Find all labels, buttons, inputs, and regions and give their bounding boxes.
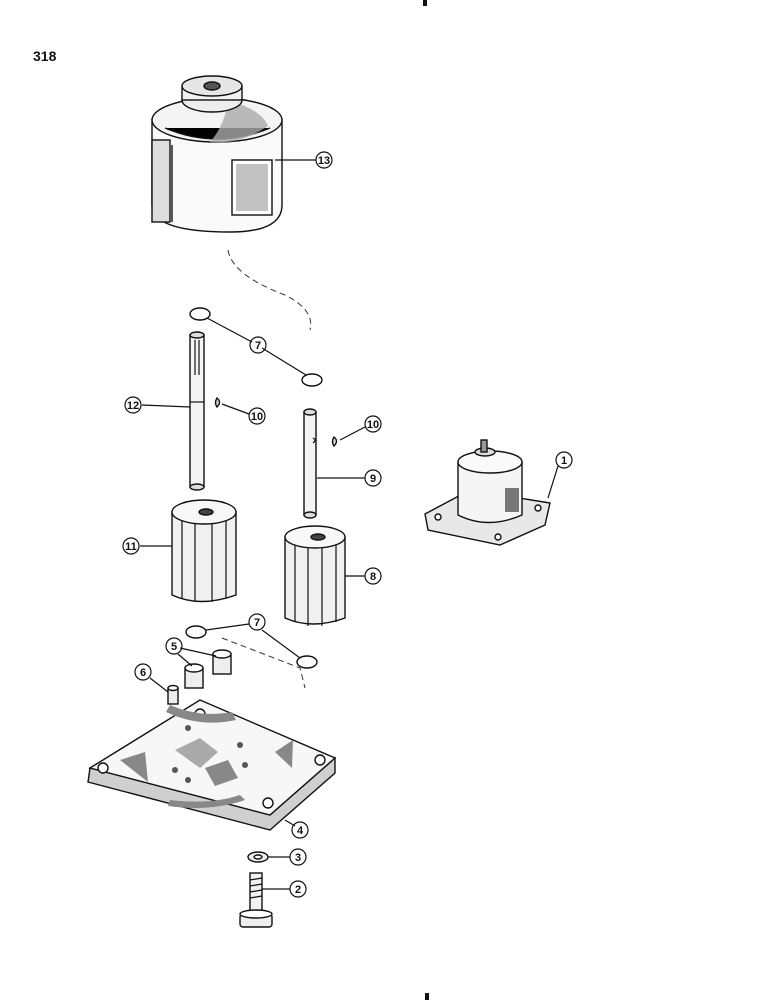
callout-5: 5 [165,637,183,655]
callout-10-left-label: 10 [251,411,263,423]
callout-7-upper: 7 [249,336,267,354]
snap-ring-upper-right [301,373,323,387]
callout-8-label: 8 [370,571,376,583]
page-number: 318 [33,48,57,64]
drive-gear-part [171,499,237,603]
registration-mark-bottom [425,993,429,1000]
key-right [331,435,338,448]
callout-6: 6 [134,663,152,681]
callout-10-right: 10 [364,415,382,433]
leader-10a [221,403,250,415]
callout-9: 9 [364,469,382,487]
bolt-part [239,872,273,928]
plate-part [87,699,337,831]
leader-10b [339,426,366,441]
callout-12: 12 [124,396,142,414]
callout-13: 13 [315,151,333,169]
callout-4-label: 4 [297,825,304,837]
snap-ring-lower-right [296,655,318,669]
callout-6-label: 6 [140,667,146,679]
leader-dashed-13 [227,249,312,331]
leader-7b [261,347,307,376]
callout-12-label: 12 [127,400,139,412]
leader-dashed-7 [221,637,306,689]
callout-11-label: 11 [125,541,137,553]
callout-3: 3 [289,848,307,866]
callout-11: 11 [122,537,140,555]
leader-5a [177,653,193,667]
callout-1: 1 [555,451,573,469]
leader-1 [547,465,559,499]
leader-7a [206,317,253,343]
callout-2: 2 [289,880,307,898]
snap-ring-lower-left [185,625,207,639]
callout-8: 8 [364,567,382,585]
callout-7-lower: 7 [248,613,266,631]
leader-12 [141,404,191,408]
callout-7-lower-label: 7 [254,617,260,629]
leader-7d [261,629,301,659]
callout-13-label: 13 [318,155,330,167]
callout-1-label: 1 [561,455,567,467]
driven-gear-part [284,525,346,626]
washer-part [247,851,269,863]
bushing-1 [184,663,204,689]
pump-assembly-part [424,439,551,546]
callout-3-label: 3 [295,852,301,864]
callout-7-upper-label: 7 [255,340,261,352]
pump-body-part [151,75,283,233]
drive-shaft-part [189,331,205,491]
callout-10-left: 10 [248,407,266,425]
callout-2-label: 2 [295,884,301,896]
snap-ring-upper [189,307,211,321]
idler-shaft-part [303,408,317,519]
registration-mark [423,0,427,6]
leader-5b [179,647,217,657]
bushing-2 [212,649,232,675]
callout-4: 4 [291,821,309,839]
leader-6 [149,677,169,693]
callout-5-label: 5 [171,641,177,653]
callout-10-right-label: 10 [367,419,379,431]
key-left [214,396,221,409]
leader-7c [205,623,250,631]
callout-9-label: 9 [370,473,376,485]
dowel-pin-part [167,684,179,705]
